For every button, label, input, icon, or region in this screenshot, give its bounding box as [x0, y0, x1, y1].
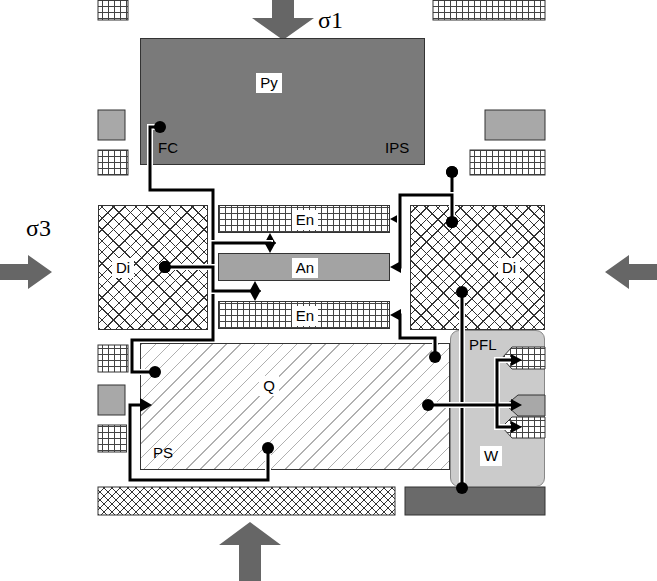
diffusion-path [390, 195, 458, 273]
grain-fragment [485, 110, 545, 140]
diffusion-path [422, 354, 522, 433]
path-dot [159, 261, 171, 273]
path-dot [446, 166, 458, 178]
path-line [132, 127, 213, 372]
arrowhead [249, 281, 261, 292]
arrowhead [511, 421, 522, 433]
diffusion-path [130, 398, 274, 480]
path-dot [149, 366, 161, 378]
path-line [165, 267, 255, 293]
mechanism-label: IPS [385, 139, 409, 157]
path-dot [456, 286, 468, 298]
mineral-label: An [292, 258, 318, 278]
path-line [428, 402, 514, 408]
diffusion-path [456, 286, 468, 494]
mineral-label: Di [112, 258, 134, 278]
grain-fragment [506, 395, 545, 416]
grain-fragment [433, 0, 545, 20]
anorthite-grain: An [218, 253, 390, 281]
stress-arrow [219, 522, 281, 581]
diffusion-path [390, 309, 441, 363]
grain-fragment [98, 385, 125, 415]
grain-fragment [98, 487, 395, 515]
quartz-grain: Q [140, 343, 450, 470]
mechanism-label: PS [153, 444, 173, 462]
path-dot [456, 482, 468, 494]
mineral-label: Q [259, 376, 279, 396]
path-line [461, 292, 464, 488]
arrowhead [264, 242, 276, 253]
path-line [398, 195, 452, 267]
path-dot [159, 261, 171, 273]
mineral-label: W [480, 446, 502, 466]
stress-arrow [252, 0, 314, 40]
stress-arrow [0, 255, 52, 289]
stress-arrow [605, 255, 657, 289]
path-dot [446, 216, 458, 228]
arrowhead [511, 399, 522, 411]
mineral-label: En [292, 306, 318, 326]
path-line [497, 360, 514, 405]
arrowhead [390, 261, 401, 273]
path-line [132, 127, 213, 372]
path-line [398, 315, 435, 357]
path-line [165, 241, 270, 267]
stress-label: σ1 [318, 6, 343, 34]
mineral-label: En [292, 210, 318, 230]
mechanism-label: PFL [469, 336, 497, 354]
path-line [398, 315, 435, 357]
arrowhead [511, 354, 522, 366]
enstatite-grain: En [218, 205, 390, 233]
mineral-label: Di [498, 258, 520, 278]
path-line [165, 241, 270, 267]
enstatite-grain: En [218, 301, 390, 329]
grain-fragment [98, 0, 128, 20]
path-line [398, 195, 452, 267]
mineral-label: Py [256, 73, 282, 93]
grain-fragment [98, 150, 128, 175]
mechanism-label: FC [158, 139, 178, 157]
path-dot [154, 121, 166, 133]
grain-fragment [98, 345, 128, 372]
path-dot [159, 261, 171, 273]
grain-fragment [405, 487, 545, 515]
path-line [428, 404, 514, 407]
diopside-grain: Di [410, 205, 545, 330]
grain-fragment [98, 425, 128, 452]
path-dot [446, 166, 458, 178]
grain-fragment [470, 150, 545, 175]
path-dot [429, 351, 441, 363]
diffusion-path [132, 121, 213, 378]
path-line [165, 267, 255, 293]
path-dot [446, 216, 458, 228]
stress-label: σ3 [26, 214, 51, 242]
path-dot [422, 399, 434, 411]
arrowhead [390, 309, 401, 321]
path-line [497, 360, 514, 405]
grain-fragment [98, 110, 125, 140]
diffusion-path [159, 261, 261, 301]
pyroxene-grain: Py [140, 38, 425, 165]
path-line [459, 292, 465, 488]
path-line [165, 243, 270, 267]
path-line [165, 243, 270, 267]
